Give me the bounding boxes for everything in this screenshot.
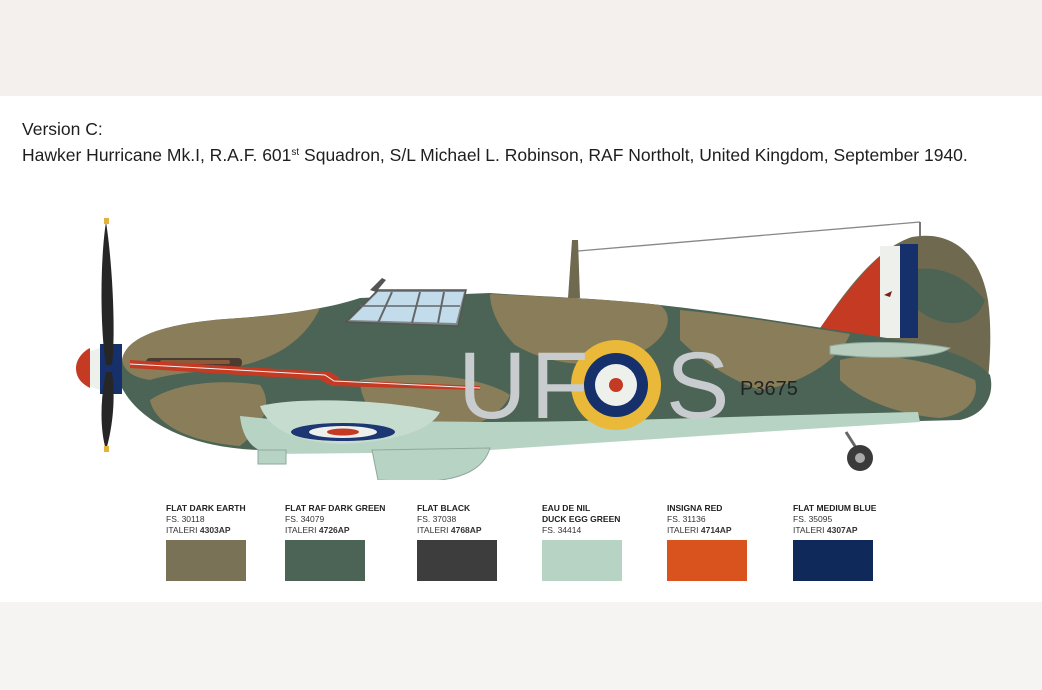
description-prefix: Hawker Hurricane Mk.I, R.A.F. 601 <box>22 145 292 165</box>
camo-patch-2 <box>150 382 267 446</box>
swatch-name: FLAT DARK EARTH <box>166 503 246 513</box>
aircraft-description: Hawker Hurricane Mk.I, R.A.F. 601st Squa… <box>22 141 968 167</box>
swatch-italeri-code: ITALERI 4768AP <box>417 525 482 535</box>
lightning-stripe <box>130 360 480 390</box>
aircraft-profile: UF S P3675 <box>76 218 992 480</box>
version-title: Version C: <box>22 119 103 139</box>
tail-wheel-hub <box>855 453 865 463</box>
description-superscript: st <box>291 147 300 158</box>
swatch-name-secondary: DUCK EGG GREEN <box>542 514 621 524</box>
radio-mast <box>568 240 580 298</box>
bottom-band <box>0 602 1042 690</box>
tail-emblem <box>884 291 892 297</box>
code-letter-right: S <box>666 333 729 439</box>
fin-flash-blue <box>900 244 918 338</box>
stripe-highlight <box>129 363 481 389</box>
canopy-strut-2 <box>411 291 421 324</box>
swatch-italeri-code: ITALERI 4307AP <box>793 525 858 535</box>
swatch-fs-code: FS. 37038 <box>417 514 457 524</box>
prop-tip-top <box>104 218 109 224</box>
swatch-fs-code: FS. 34414 <box>542 525 582 535</box>
swatch-italeri-code: ITALERI 4303AP <box>166 525 231 535</box>
antenna-wire <box>577 221 921 252</box>
aerial-post <box>370 278 386 292</box>
code-letters-left: UF <box>458 333 593 439</box>
canopy-strut-1 <box>377 291 393 324</box>
camo-patch-5 <box>840 356 976 418</box>
swatch-color-chip <box>542 540 622 581</box>
swatch-color-chip <box>285 540 365 581</box>
version-caption: Version C: Hawker Hurricane Mk.I, R.A.F.… <box>22 117 968 167</box>
swatch-name: FLAT MEDIUM BLUE <box>793 503 877 513</box>
swatch-color-chip <box>417 540 497 581</box>
propeller-blade-top <box>101 222 114 365</box>
propeller-blade-bottom <box>101 372 114 450</box>
swatch-color-chip <box>166 540 246 581</box>
serial-number: P3675 <box>740 378 798 400</box>
fuselage-roundel-red <box>609 378 623 392</box>
canopy-glass <box>350 292 464 323</box>
swatch-fs-code: FS. 31136 <box>667 514 706 524</box>
swatch-fs-code: FS. 30118 <box>166 514 205 524</box>
undercarriage-fairing <box>257 449 287 465</box>
swatch-color-chip <box>793 540 873 581</box>
top-band <box>0 0 1042 96</box>
fin-camouflage <box>910 268 985 324</box>
swatch-fs-code: FS. 34079 <box>285 514 325 524</box>
swatch-name: FLAT RAF DARK GREEN <box>285 503 386 513</box>
swatch-name: INSIGNA RED <box>667 503 723 513</box>
swatch-fs-code: FS. 35095 <box>793 514 833 524</box>
swatch-name: FLAT BLACK <box>417 503 471 513</box>
swatch-name: EAU DE NIL <box>542 503 591 513</box>
swatch-color-chip <box>667 540 747 581</box>
swatch-italeri-code: ITALERI 4714AP <box>667 525 732 535</box>
camo-patch-4 <box>680 310 850 390</box>
swatch-italeri-code: ITALERI 4726AP <box>285 525 350 535</box>
wing-roundel-red <box>327 428 359 436</box>
prop-tip-bottom <box>104 446 109 452</box>
fin-flash-red <box>812 256 880 340</box>
canopy-strut-3 <box>437 291 445 324</box>
description-suffix: Squadron, S/L Michael L. Robinson, RAF N… <box>299 145 968 165</box>
radiator <box>371 447 491 480</box>
tailplane <box>829 341 952 358</box>
spinner-red <box>76 348 90 388</box>
